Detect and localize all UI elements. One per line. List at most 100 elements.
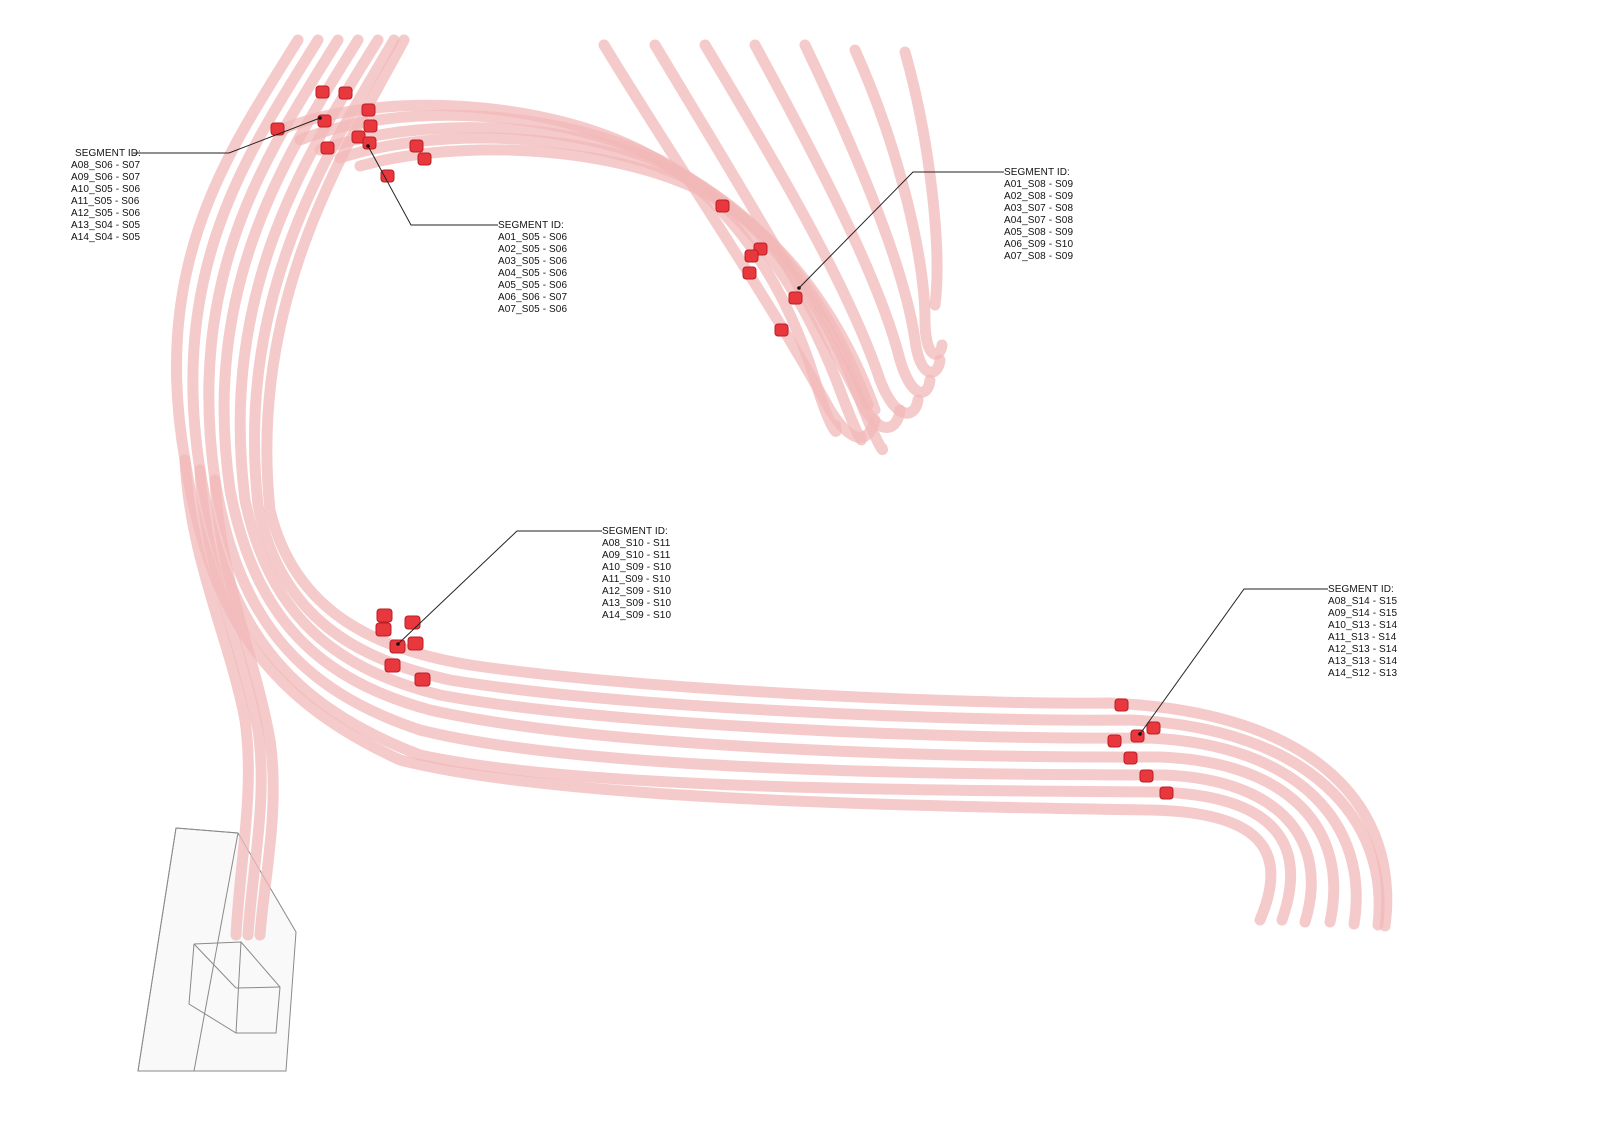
joint-marker bbox=[375, 622, 392, 637]
segment-id: A09_S10 - S11 bbox=[602, 550, 671, 561]
joint-marker bbox=[338, 86, 353, 100]
segment-id: A03_S07 - S08 bbox=[1004, 203, 1074, 214]
leader-lines bbox=[133, 117, 1328, 735]
joint-marker bbox=[774, 323, 789, 337]
segment-id: A11_S09 - S10 bbox=[602, 574, 671, 585]
segment-id: A08_S14 - S15 bbox=[1328, 596, 1398, 607]
joint-marker bbox=[744, 249, 759, 263]
joint-marker bbox=[407, 636, 424, 651]
segment-label-heading: SEGMENT ID: bbox=[75, 148, 141, 159]
joint-marker bbox=[363, 119, 378, 133]
tube bbox=[699, 39, 924, 419]
joint-marker bbox=[315, 85, 330, 99]
tube bbox=[194, 464, 267, 941]
joint-marker bbox=[715, 199, 730, 213]
tube bbox=[171, 34, 1277, 926]
joint-marker bbox=[1114, 698, 1129, 712]
tube bbox=[649, 39, 906, 433]
tube bbox=[187, 34, 1297, 926]
segment-id: A02_S05 - S06 bbox=[498, 244, 568, 255]
joint-markers bbox=[270, 85, 1174, 800]
segment-id: A01_S05 - S06 bbox=[498, 232, 568, 243]
joint-marker bbox=[362, 136, 377, 150]
joint-marker bbox=[1159, 786, 1174, 800]
joint-marker bbox=[414, 672, 431, 687]
segment-id: A14_S04 - S05 bbox=[71, 232, 141, 243]
joint-marker bbox=[376, 608, 393, 623]
tube-bundle-lower bbox=[171, 34, 1393, 941]
joint-marker bbox=[361, 103, 376, 117]
tube bbox=[209, 474, 279, 941]
segment-id: A11_S05 - S06 bbox=[71, 196, 140, 207]
segment-id: A13_S09 - S10 bbox=[602, 598, 672, 609]
joint-marker bbox=[404, 615, 421, 630]
segment-label-heading: SEGMENT ID: bbox=[602, 526, 668, 537]
segment-id: A13_S13 - S14 bbox=[1328, 656, 1398, 667]
segment-id: A12_S13 - S14 bbox=[1328, 644, 1398, 655]
tube bbox=[203, 34, 1317, 928]
joint-marker bbox=[1123, 751, 1138, 765]
tube-bundle-upper bbox=[274, 39, 948, 456]
joint-marker bbox=[320, 141, 335, 155]
segment-id: A10_S09 - S10 bbox=[602, 562, 672, 573]
segment-id: A09_S06 - S07 bbox=[71, 172, 141, 183]
segment-label-heading: SEGMENT ID: bbox=[1004, 167, 1070, 178]
segment-label-2: SEGMENT ID: A01_S05 - S06 A02_S05 - S06 … bbox=[498, 220, 567, 316]
segment-id: A10_S05 - S06 bbox=[71, 184, 141, 195]
joint-marker bbox=[384, 658, 401, 673]
segment-id: A06_S09 - S10 bbox=[1004, 239, 1074, 250]
joint-marker bbox=[417, 152, 432, 166]
tube bbox=[598, 39, 881, 443]
segment-id: A04_S05 - S06 bbox=[498, 268, 568, 279]
segment-label-5: SEGMENT ID: A08_S14 - S15 A09_S14 - S15 … bbox=[1328, 584, 1397, 680]
joint-marker bbox=[380, 169, 395, 183]
segment-id: A10_S13 - S14 bbox=[1328, 620, 1398, 631]
tube bbox=[799, 39, 946, 378]
segment-id: A07_S08 - S09 bbox=[1004, 251, 1074, 262]
joint-marker bbox=[1139, 769, 1154, 783]
segment-id: A11_S13 - S14 bbox=[1328, 632, 1397, 643]
segment-id: A14_S09 - S10 bbox=[602, 610, 672, 621]
segment-id: A04_S07 - S08 bbox=[1004, 215, 1074, 226]
tube bbox=[749, 39, 936, 398]
tube bbox=[849, 44, 948, 360]
segment-id: A09_S14 - S15 bbox=[1328, 608, 1398, 619]
joint-marker bbox=[742, 266, 757, 280]
joint-marker bbox=[270, 122, 285, 136]
segment-id: A06_S06 - S07 bbox=[498, 292, 568, 303]
joint-marker bbox=[1146, 721, 1161, 735]
joint-marker bbox=[409, 139, 424, 153]
leader-line-3 bbox=[798, 171, 1004, 289]
tube bbox=[354, 144, 881, 416]
segment-label-1: SEGMENT ID: A08_S06 - S07 A09_S06 - S07 … bbox=[71, 148, 141, 244]
segment-id: A08_S10 - S11 bbox=[602, 538, 671, 549]
tube bbox=[234, 34, 1362, 930]
tube bbox=[261, 34, 1393, 932]
segment-id: A13_S04 - S05 bbox=[71, 220, 141, 231]
segment-label-4: SEGMENT ID: A08_S10 - S11 A09_S10 - S11 … bbox=[602, 526, 671, 622]
leader-line-4 bbox=[397, 530, 602, 645]
joint-marker bbox=[389, 639, 406, 654]
segment-id: A05_S05 - S06 bbox=[498, 280, 568, 291]
segment-label-heading: SEGMENT ID: bbox=[1328, 584, 1394, 595]
leader-line-1 bbox=[133, 117, 321, 154]
tube bbox=[899, 46, 943, 311]
tube bbox=[179, 454, 254, 941]
leader-line-5 bbox=[1139, 588, 1328, 735]
tube bbox=[249, 34, 1385, 931]
segment-id: A02_S08 - S09 bbox=[1004, 191, 1074, 202]
segment-label-heading: SEGMENT ID: bbox=[498, 220, 564, 231]
tube bbox=[218, 34, 1340, 928]
segment-id: A03_S05 - S06 bbox=[498, 256, 568, 267]
segment-id: A07_S05 - S06 bbox=[498, 304, 568, 315]
leader-dots bbox=[318, 116, 1142, 736]
segment-id: A08_S06 - S07 bbox=[71, 160, 141, 171]
joint-marker bbox=[788, 291, 803, 305]
segment-id: A14_S12 - S13 bbox=[1328, 668, 1398, 679]
leader-line-2 bbox=[367, 145, 498, 226]
segment-label-3: SEGMENT ID: A01_S08 - S09 A02_S08 - S09 … bbox=[1004, 167, 1073, 263]
segment-id: A12_S09 - S10 bbox=[602, 586, 672, 597]
segment-id: A05_S08 - S09 bbox=[1004, 227, 1074, 238]
segment-id: A01_S08 - S09 bbox=[1004, 179, 1074, 190]
